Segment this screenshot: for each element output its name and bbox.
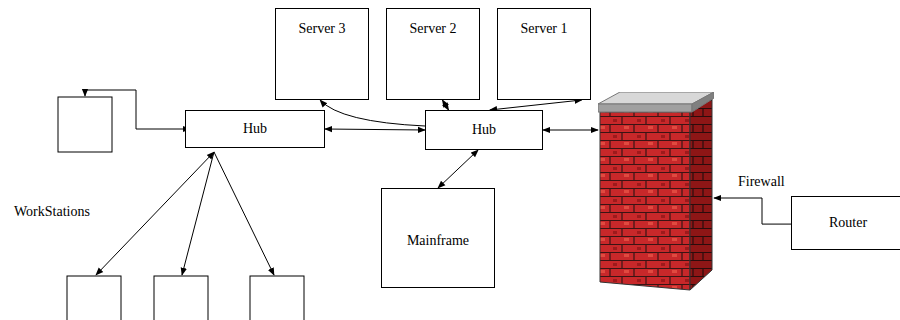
connector bbox=[320, 100, 425, 126]
firewall-wall bbox=[598, 92, 714, 292]
workstation-wire bbox=[182, 152, 214, 275]
group-label: WorkStations bbox=[14, 204, 90, 220]
connector bbox=[714, 198, 791, 224]
workstation-wire bbox=[85, 90, 190, 129]
hub-box: Hub bbox=[185, 110, 325, 148]
node-label: Server 2 bbox=[387, 21, 479, 37]
connector bbox=[325, 129, 425, 130]
workstation-wire bbox=[214, 152, 274, 275]
workstation-wire bbox=[96, 152, 214, 275]
node-label: Mainframe bbox=[382, 233, 494, 249]
connector bbox=[442, 100, 448, 110]
node-label: Firewall bbox=[738, 174, 785, 190]
workstation-box bbox=[250, 276, 304, 320]
firewall: Firewall bbox=[598, 92, 714, 292]
node-label: Hub bbox=[186, 121, 324, 137]
server-box: Server 2 bbox=[386, 8, 480, 100]
node-label: Server 1 bbox=[498, 21, 590, 37]
connector bbox=[438, 150, 478, 188]
mainframe-box: Mainframe bbox=[381, 188, 495, 288]
workstation-box bbox=[67, 276, 121, 320]
node-label: Hub bbox=[426, 122, 542, 138]
workstation-box bbox=[58, 97, 112, 152]
server-box: Server 3 bbox=[275, 8, 369, 100]
router-box: Router bbox=[791, 196, 900, 250]
connector bbox=[490, 100, 582, 110]
connector bbox=[543, 130, 598, 131]
server-box: Server 1 bbox=[497, 8, 591, 100]
workstation-box bbox=[154, 276, 208, 320]
hub-box: Hub bbox=[425, 110, 543, 150]
node-label: Router bbox=[792, 215, 900, 231]
node-label: Server 3 bbox=[276, 21, 368, 37]
